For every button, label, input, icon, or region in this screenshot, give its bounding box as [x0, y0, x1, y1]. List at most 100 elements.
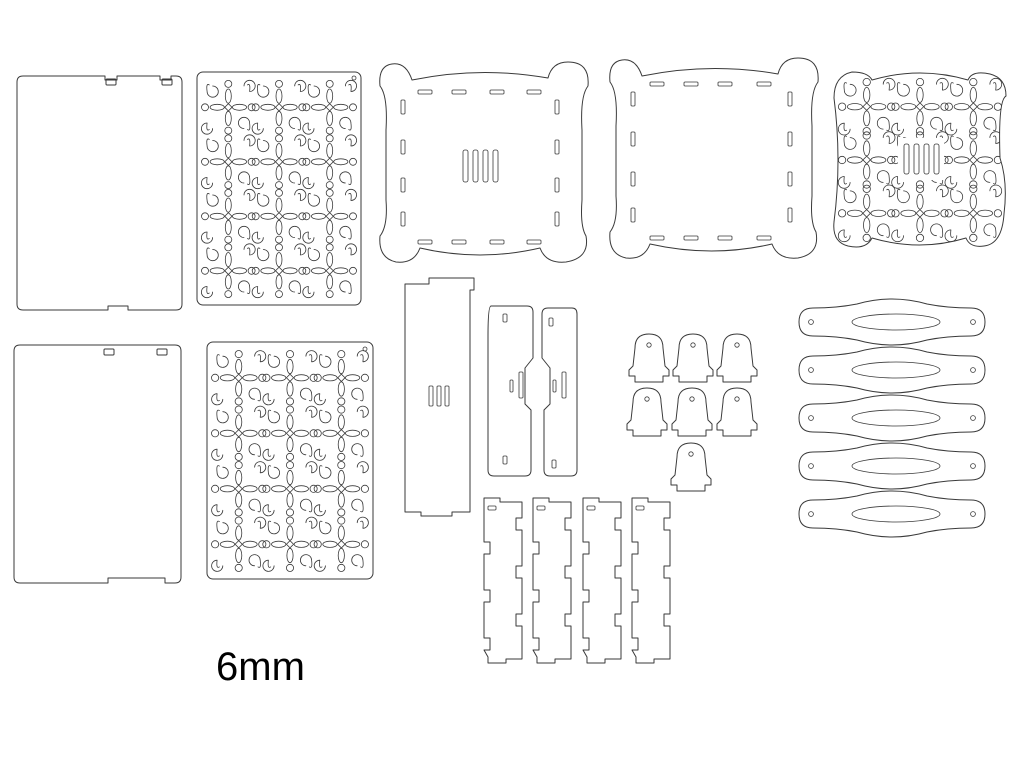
filigree-motif	[262, 405, 318, 461]
tab-slot	[586, 505, 596, 511]
end-hole	[808, 463, 814, 469]
side-panel-plain	[13, 344, 182, 584]
filigree-motif	[211, 350, 267, 406]
filigree-motif	[251, 188, 307, 244]
filigree-motif	[302, 188, 357, 244]
fretwork-lid	[833, 71, 1007, 248]
tab-slot	[635, 505, 645, 511]
finger-joint-strip-group	[483, 497, 671, 664]
tab-slot	[105, 78, 117, 86]
side-panel-plain	[16, 75, 183, 311]
bell-tab	[672, 333, 714, 383]
filigree-motif	[201, 243, 256, 299]
filigree-motif	[313, 516, 369, 572]
pin-hole	[690, 342, 696, 348]
filigree-motif	[262, 461, 318, 517]
filigree-motif	[944, 77, 1003, 136]
filigree-motif	[201, 188, 256, 244]
grip-slot	[851, 457, 941, 475]
bell-tab	[628, 333, 670, 383]
end-hole	[970, 511, 976, 517]
pin-hole	[688, 451, 694, 457]
filigree-motif	[251, 243, 307, 299]
filigree-motif	[837, 131, 896, 189]
base-plate	[609, 57, 819, 259]
filigree-motif	[211, 461, 267, 517]
filigree-motif	[251, 134, 307, 190]
grip-slot	[851, 505, 941, 523]
end-hole	[970, 319, 976, 325]
handle-piece-group	[798, 298, 986, 538]
tab-slot	[156, 348, 168, 356]
filigree-motif	[251, 79, 307, 135]
handle-piece	[798, 298, 986, 346]
tab-slot	[536, 505, 546, 511]
filigree-motif	[211, 516, 267, 572]
filigree-motif	[944, 184, 1003, 243]
filigree-motif	[302, 79, 357, 135]
finger-joint-strip	[582, 497, 622, 664]
filigree-motif	[201, 134, 256, 190]
filigree-motif	[313, 350, 369, 406]
filigree-motif	[262, 516, 318, 572]
end-hole	[970, 463, 976, 469]
bell-tab	[670, 442, 712, 492]
filigree-motif	[891, 184, 949, 243]
handle-piece	[798, 394, 986, 442]
filigree-motif	[262, 350, 318, 406]
handle-piece	[798, 490, 986, 538]
pin-hole	[644, 396, 650, 402]
end-hole	[970, 415, 976, 421]
corner-hole	[351, 75, 357, 81]
slot-ring	[630, 81, 793, 241]
tab-slot	[161, 78, 173, 86]
finger-joint-strip	[483, 497, 523, 664]
filigree-motif	[313, 405, 369, 461]
side-strip	[487, 305, 534, 477]
end-hole	[808, 511, 814, 517]
grip-slot	[851, 313, 941, 331]
side-strip	[541, 307, 578, 477]
end-hole	[808, 415, 814, 421]
pin-hole	[689, 396, 695, 402]
base-plate	[379, 61, 589, 263]
grip-slot	[851, 409, 941, 427]
handle-piece	[798, 346, 986, 394]
bell-tab	[716, 333, 758, 383]
fretwork-pattern	[201, 79, 357, 299]
tab-slot	[487, 505, 497, 511]
finger-joint-strip	[532, 497, 572, 664]
filigree-motif	[944, 131, 1003, 189]
fretwork-pattern	[211, 350, 369, 572]
tab-strip	[404, 277, 475, 517]
finger-joint-strip	[631, 497, 671, 664]
fretwork-panel	[206, 341, 374, 580]
pin-hole	[646, 342, 652, 348]
pin-hole	[734, 342, 740, 348]
bell-tab	[671, 387, 713, 437]
filigree-motif	[211, 405, 267, 461]
filigree-motif	[302, 134, 357, 190]
end-hole	[970, 367, 976, 373]
vent-grille	[898, 138, 944, 180]
filigree-motif	[313, 461, 369, 517]
grip-slot	[851, 361, 941, 379]
bell-tab-group	[626, 333, 758, 492]
end-hole	[808, 319, 814, 325]
filigree-motif	[201, 79, 256, 135]
filigree-motif	[891, 77, 949, 136]
vent-grille	[462, 149, 499, 183]
handle-piece	[798, 442, 986, 490]
filigree-motif	[837, 77, 896, 136]
fretwork-panel	[196, 71, 362, 306]
thickness-label: 6mm	[216, 645, 305, 689]
bell-tab	[626, 387, 668, 437]
tab-slot	[103, 348, 115, 356]
bell-tab	[716, 387, 758, 437]
pin-hole	[734, 396, 740, 402]
slot-ring	[400, 89, 560, 245]
end-hole	[808, 367, 814, 373]
filigree-motif	[837, 184, 896, 243]
